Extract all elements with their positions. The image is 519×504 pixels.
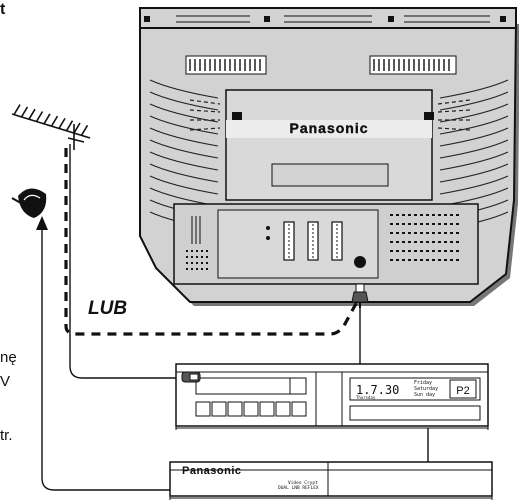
- antenna-icon: [12, 105, 90, 150]
- vcr-clock-sub: Thursday: [356, 395, 376, 400]
- fragment-top-left: t: [0, 1, 6, 18]
- arrow-up-icon: [36, 216, 48, 230]
- fragment-left-1: nę: [0, 349, 17, 366]
- vcr-program: P2: [456, 385, 469, 397]
- satellite-dish-icon: [12, 188, 46, 218]
- tv-vent-grille-right: [370, 56, 456, 74]
- fragment-left-3: tr.: [0, 427, 13, 444]
- receiver-brand: Panasonic: [182, 465, 242, 477]
- tv-brand: Panasonic: [289, 120, 368, 136]
- vcr-day-3: Sun day: [414, 392, 435, 398]
- vcr-aerial-plug: [182, 372, 200, 382]
- or-label: LUB: [88, 298, 127, 319]
- tv-rear: Panasonic: [140, 8, 519, 306]
- fragment-left-2: V: [0, 373, 10, 390]
- aerial-input-socket: [354, 256, 366, 268]
- cable-dish-receiver: [42, 226, 170, 490]
- receiver-model-2: DUAL LNB REFLEX: [278, 485, 319, 491]
- vcr-buttons: [196, 402, 306, 416]
- vcr: 1.7.30 Thursday Friday Saturday Sun day …: [176, 364, 488, 430]
- tv-vent-grille-left: [186, 56, 266, 74]
- satellite-receiver: Panasonic Video Crypt DUAL LNB REFLEX: [170, 462, 492, 500]
